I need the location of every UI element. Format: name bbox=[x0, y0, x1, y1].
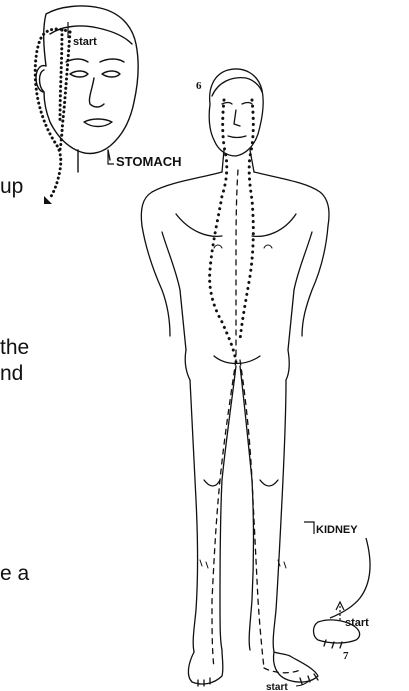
label-number-6: 6 bbox=[196, 80, 202, 92]
nose bbox=[89, 78, 104, 107]
stomach-meridian-face bbox=[35, 29, 70, 198]
ear bbox=[40, 70, 45, 92]
left-knee bbox=[204, 480, 220, 486]
hip-left bbox=[185, 350, 190, 380]
right-arm-outer bbox=[302, 226, 328, 336]
cropped-text-nd: nd bbox=[0, 362, 23, 385]
label-stomach: STOMACH bbox=[116, 154, 181, 169]
right-arm-inner bbox=[294, 232, 312, 290]
neck-left-line bbox=[222, 150, 224, 172]
waist-right bbox=[288, 290, 294, 350]
cropped-text-up: up bbox=[0, 175, 23, 198]
body-mouth bbox=[228, 136, 246, 138]
right-eye bbox=[102, 71, 120, 77]
stomach-meridian-body bbox=[210, 100, 254, 362]
right-pectoral bbox=[252, 214, 296, 236]
left-shoulder bbox=[141, 172, 222, 226]
mouth bbox=[84, 119, 112, 127]
body-nose bbox=[234, 110, 240, 126]
left-leg-outer bbox=[190, 380, 198, 652]
label-start-face: start bbox=[73, 36, 97, 48]
hip-right bbox=[286, 350, 289, 380]
right-foot bbox=[274, 652, 318, 682]
left-toes bbox=[198, 678, 210, 686]
right-shoulder bbox=[254, 172, 329, 226]
kidney-meridian-body bbox=[212, 170, 300, 673]
body-hair bbox=[212, 78, 262, 96]
kidney-leader-line bbox=[330, 538, 370, 618]
body-eye-right bbox=[242, 103, 252, 105]
label-kidney: KIDNEY bbox=[316, 524, 358, 536]
head-outline bbox=[36, 6, 138, 153]
right-knee bbox=[260, 480, 278, 486]
arrowhead-icon bbox=[44, 196, 52, 204]
left-eye bbox=[70, 71, 88, 77]
left-foot bbox=[188, 650, 223, 684]
label-number-7: 7 bbox=[343, 650, 349, 662]
label-start-foot: start bbox=[266, 682, 288, 691]
right-eyebrow bbox=[100, 59, 124, 62]
label-start-leg: start bbox=[345, 617, 369, 629]
left-leg-inner bbox=[220, 366, 236, 650]
waist-left bbox=[180, 290, 186, 350]
joint-marks bbox=[200, 245, 286, 568]
left-arm-inner bbox=[162, 232, 180, 290]
kidney-bracket bbox=[304, 522, 314, 534]
cropped-text-ea: e a bbox=[0, 562, 30, 585]
right-leg-outer bbox=[273, 380, 286, 652]
cropped-text-the: the bbox=[0, 336, 29, 359]
body-eye-left bbox=[222, 103, 232, 105]
right-leg-inner bbox=[240, 366, 254, 650]
